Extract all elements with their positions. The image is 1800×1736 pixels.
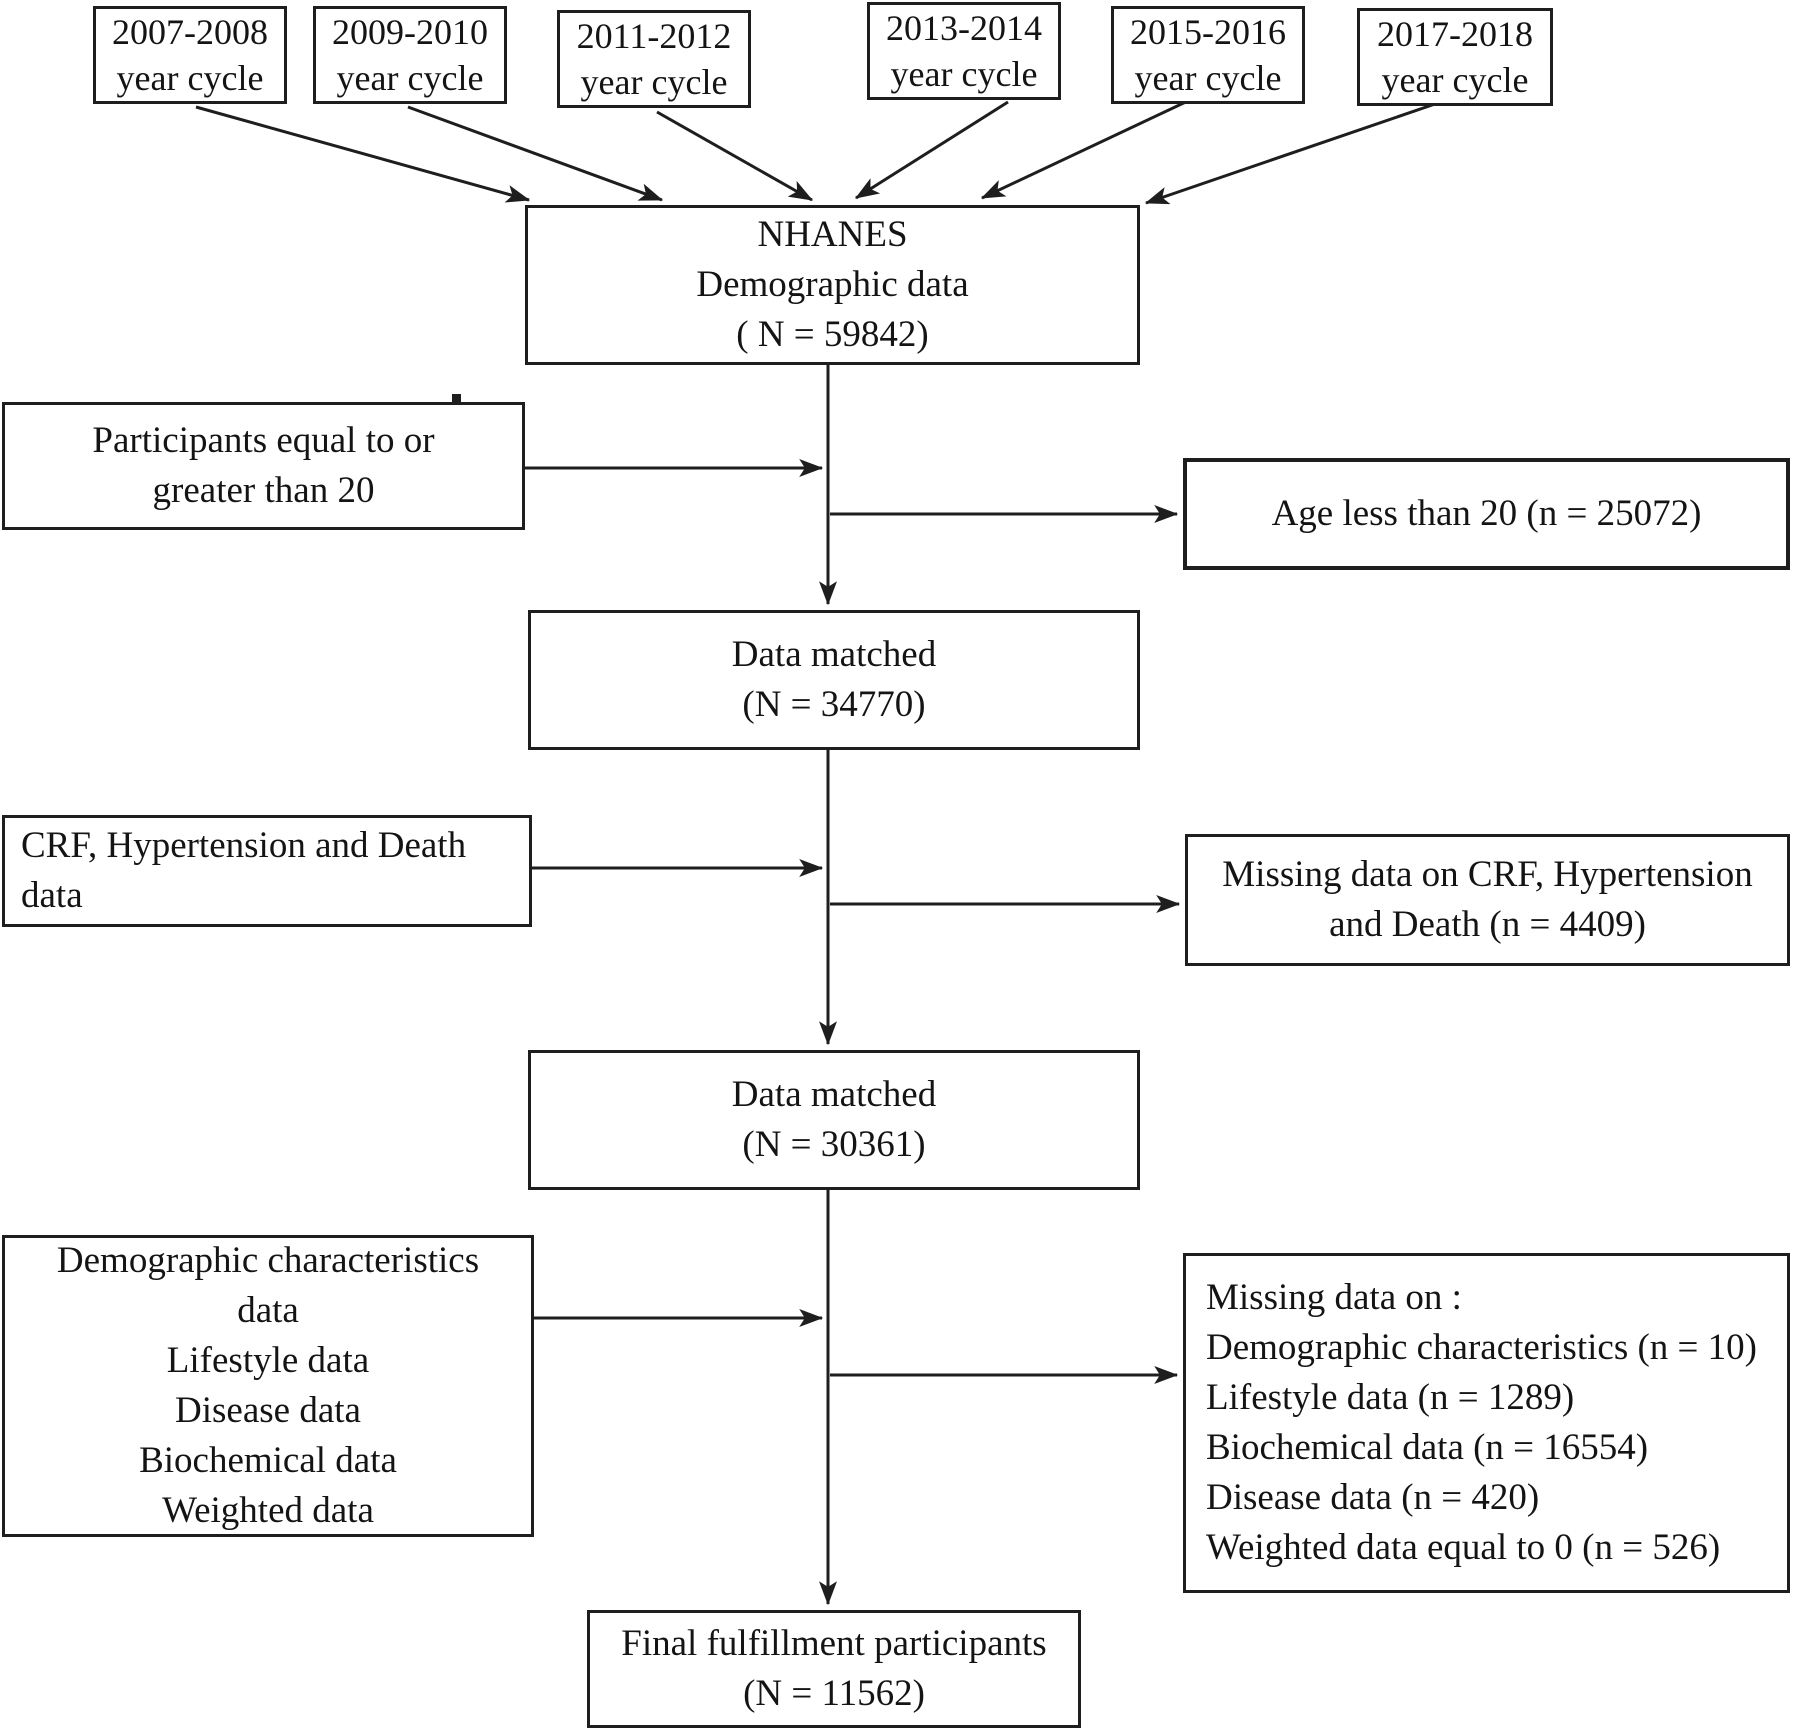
arrow-cycle3-to-nhanes	[656, 110, 814, 202]
year-cycle-box-2011-2012: 2011-2012 year cycle	[557, 10, 751, 108]
year-cycle-label-2017-2018: 2017-2018 year cycle	[1377, 14, 1533, 100]
year-cycle-box-2013-2014: 2013-2014 year cycle	[867, 2, 1061, 100]
data-matched-2-text: Data matched (N = 30361)	[731, 1074, 937, 1165]
excluded-age-box: Age less than 20 (n = 25072)	[1183, 458, 1790, 570]
nhanes-demographic-text: NHANES Demographic data ( N = 59842)	[696, 214, 969, 355]
inclusion-age-box: Participants equal to or greater than 20	[2, 402, 525, 530]
crf-data-text: CRF, Hypertension and Death data	[21, 825, 467, 916]
year-cycle-label-2011-2012: 2011-2012 year cycle	[576, 16, 732, 102]
data-matched-1-box: Data matched (N = 34770)	[528, 610, 1140, 750]
excluded-age-text: Age less than 20 (n = 25072)	[1271, 493, 1702, 534]
inclusion-age-text: Participants equal to or greater than 20	[92, 420, 435, 511]
year-cycle-label-2015-2016: 2015-2016 year cycle	[1130, 12, 1286, 98]
final-participants-text: Final fulfillment participants (N = 1156…	[621, 1623, 1047, 1714]
final-participants-box: Final fulfillment participants (N = 1156…	[587, 1610, 1081, 1728]
year-cycle-box-2015-2016: 2015-2016 year cycle	[1111, 6, 1305, 104]
year-cycle-box-2007-2008: 2007-2008 year cycle	[93, 6, 287, 104]
nhanes-demographic-box: NHANES Demographic data ( N = 59842)	[525, 205, 1140, 365]
year-cycle-label-2013-2014: 2013-2014 year cycle	[886, 8, 1042, 94]
excluded-crf-text: Missing data on CRF, Hypertension and De…	[1222, 854, 1753, 945]
covariate-data-box: Demographic characteristics data Lifesty…	[2, 1235, 534, 1537]
excluded-crf-box: Missing data on CRF, Hypertension and De…	[1185, 834, 1790, 966]
year-cycle-box-2009-2010: 2009-2010 year cycle	[313, 6, 507, 104]
excluded-covariates-text: Missing data on : Demographic characteri…	[1206, 1277, 1757, 1568]
data-matched-2-box: Data matched (N = 30361)	[528, 1050, 1140, 1190]
year-cycle-label-2009-2010: 2009-2010 year cycle	[332, 12, 488, 98]
data-matched-1-text: Data matched (N = 34770)	[731, 634, 937, 725]
arrow-cycle1-to-nhanes	[195, 105, 531, 203]
year-cycle-label-2007-2008: 2007-2008 year cycle	[112, 12, 268, 98]
covariate-data-text: Demographic characteristics data Lifesty…	[56, 1240, 480, 1531]
arrow-cycle4-to-nhanes	[854, 100, 1009, 200]
arrow-cycle6-to-nhanes	[1144, 102, 1436, 205]
stray-mark	[452, 394, 461, 403]
excluded-covariates-box: Missing data on : Demographic characteri…	[1183, 1253, 1790, 1593]
arrow-cycle5-to-nhanes	[980, 98, 1191, 200]
crf-data-box: CRF, Hypertension and Death data	[2, 815, 532, 927]
arrow-cycle2-to-nhanes	[407, 105, 664, 202]
year-cycle-box-2017-2018: 2017-2018 year cycle	[1357, 8, 1553, 106]
